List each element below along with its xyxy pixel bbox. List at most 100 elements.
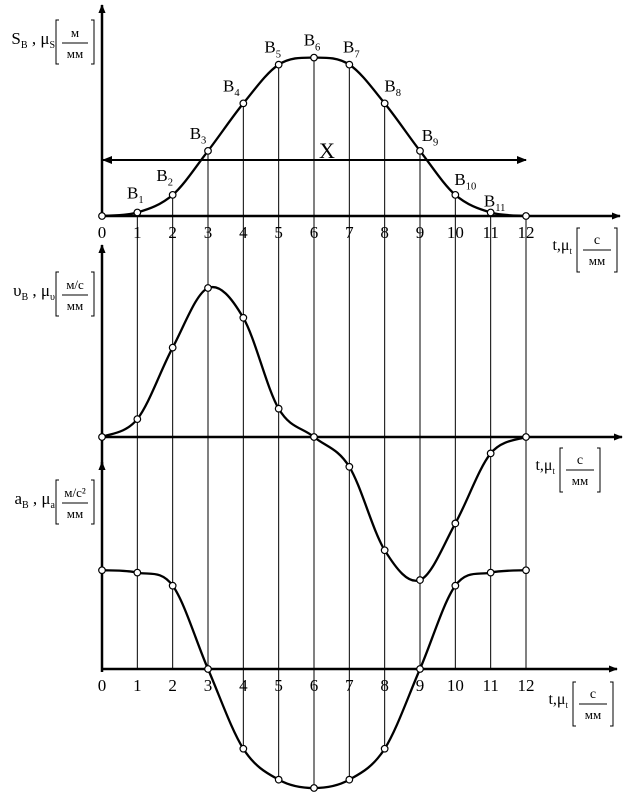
acceleration-point-12	[522, 566, 530, 575]
acceleration-point-2	[168, 581, 177, 590]
velocity-point-1	[133, 415, 142, 424]
point-label-B5: B5	[264, 38, 281, 61]
tick-label-top-8: 8	[380, 223, 389, 242]
point-label-B3: B3	[190, 124, 207, 147]
tick-label-bottom-5: 5	[274, 676, 283, 695]
acceleration-point-1	[133, 568, 142, 577]
tick-label-top-6: 6	[310, 223, 319, 242]
tick-label-bottom-9: 9	[416, 676, 425, 695]
displacement-point-7	[345, 60, 354, 69]
y-axis-label-acceleration-bracket-left	[55, 479, 59, 525]
y-axis-label-velocity-bracket-right	[91, 271, 95, 317]
x-axis-label-acceleration-numerator: с	[590, 687, 596, 702]
x-axis-label-acceleration-bracket-right	[610, 681, 614, 727]
point-label-B8: B8	[384, 76, 401, 99]
velocity-point-6	[310, 433, 318, 441]
point-label-B1: B1	[127, 183, 144, 206]
y-axis-label-acceleration-bracket-right	[91, 479, 95, 525]
acceleration-point-5	[274, 775, 283, 784]
x-axis-label-velocity-text: t,μt	[535, 457, 555, 476]
x-axis-label-displacement-bracket-right	[614, 227, 618, 273]
y-axis-label-velocity-numerator: м/с	[66, 277, 84, 292]
x-axis-label-displacement-bracket-left	[576, 227, 580, 273]
x-axis-label-acceleration-denominator: мм	[585, 707, 601, 722]
x-axis-label-velocity-bracket-left	[559, 447, 563, 493]
tick-label-bottom-2: 2	[168, 676, 177, 695]
tick-label-top-12: 12	[518, 223, 535, 242]
displacement-point-5	[274, 60, 283, 69]
velocity-point-5	[274, 404, 283, 413]
y-axis-label-velocity: υB , μυ м/с мм	[13, 271, 95, 317]
displacement-point-2	[168, 190, 177, 199]
velocity-point-4	[239, 313, 248, 322]
displacement-point-4	[239, 99, 248, 108]
point-label-B6: B6	[304, 31, 321, 54]
x-axis-label-velocity-bracket-right	[597, 447, 601, 493]
x-axis-label-displacement-denominator: мм	[589, 253, 605, 268]
acceleration-point-0	[98, 566, 106, 575]
x-axis-label-velocity-denominator: мм	[572, 473, 588, 488]
tick-label-bottom-1: 1	[133, 676, 142, 695]
acceleration-point-3	[204, 665, 212, 673]
tick-label-top-5: 5	[274, 223, 283, 242]
point-label-B9: B9	[422, 126, 439, 149]
tick-label-top-9: 9	[416, 223, 425, 242]
data-points	[98, 53, 530, 792]
point-label-B11: B11	[484, 191, 505, 214]
tick-label-bottom-12: 12	[518, 676, 535, 695]
x-axis-label-displacement-numerator: с	[594, 233, 600, 248]
acceleration-point-4	[239, 744, 248, 753]
x-axis-label-acceleration: t,μt с мм	[548, 681, 614, 727]
tick-label-bottom-11: 11	[482, 676, 498, 695]
point-label-B2: B2	[156, 166, 173, 189]
tick-label-bottom-0: 0	[98, 676, 107, 695]
y-axis-label-displacement-bracket-right	[91, 19, 95, 65]
velocity-point-11	[486, 449, 495, 458]
point-label-B4: B4	[223, 76, 240, 99]
tick-label-top-4: 4	[239, 223, 248, 242]
x-axis-label-velocity: t,μt с мм	[535, 447, 601, 493]
displacement-point-8	[380, 99, 389, 108]
acceleration-point-9	[416, 665, 424, 673]
y-axis-label-acceleration-numerator: м/с²	[64, 485, 86, 500]
y-axis-label-velocity-bracket-left	[55, 271, 59, 317]
point-label-B10: B10	[454, 170, 476, 193]
y-axis-label-acceleration-denominator: мм	[67, 506, 83, 521]
vertical-gridlines	[136, 57, 527, 788]
displacement-point-11	[486, 208, 495, 217]
y-axis-label-acceleration: aB , μa м/с² мм	[14, 479, 95, 525]
x-axis-label-acceleration-bracket-left	[572, 681, 576, 727]
acceleration-point-10	[451, 581, 460, 590]
velocity-point-7	[345, 462, 354, 471]
point-label-B7: B7	[343, 38, 360, 61]
acceleration-point-7	[345, 775, 354, 784]
stroke-span-label: X	[319, 138, 335, 163]
x-axis-label-acceleration-text: t,μt	[548, 691, 568, 710]
velocity-point-0	[98, 433, 106, 441]
tick-label-bottom-8: 8	[380, 676, 389, 695]
acceleration-point-11	[486, 568, 495, 577]
tick-label-top-0: 0	[98, 223, 107, 242]
velocity-point-3	[204, 284, 212, 292]
tick-label-top-10: 10	[447, 223, 464, 242]
velocity-point-2	[168, 343, 177, 352]
tick-label-top-7: 7	[345, 223, 354, 242]
tick-label-bottom-4: 4	[239, 676, 248, 695]
y-axis-label-displacement-denominator: мм	[67, 46, 83, 61]
velocity-point-9	[416, 576, 424, 584]
velocity-point-12	[522, 433, 530, 441]
y-axis-label-velocity-text: υB , μυ	[13, 281, 55, 303]
x-axis-label-velocity-numerator: с	[577, 453, 583, 468]
displacement-point-3	[204, 146, 212, 155]
tick-label-top-11: 11	[482, 223, 498, 242]
y-axis-label-displacement-numerator: м	[71, 25, 79, 40]
tick-label-top-3: 3	[204, 223, 213, 242]
y-axis-label-acceleration-text: aB , μa	[14, 489, 55, 511]
tick-label-bottom-7: 7	[345, 676, 354, 695]
velocity-point-10	[451, 519, 460, 528]
y-axis-label-velocity-denominator: мм	[67, 298, 83, 313]
